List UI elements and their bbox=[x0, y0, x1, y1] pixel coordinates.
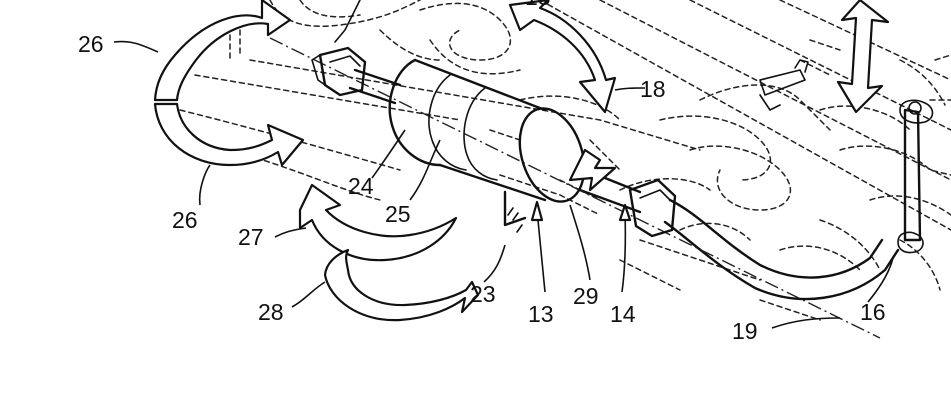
bushing-right bbox=[628, 178, 677, 238]
torque-arrow-29 bbox=[568, 148, 617, 192]
mount-bolt bbox=[759, 59, 809, 111]
rotation-arrow-18 bbox=[508, 0, 617, 114]
background-structure bbox=[179, 0, 951, 321]
end-link-16 bbox=[897, 99, 934, 254]
rotation-arrow-27 bbox=[298, 183, 458, 262]
label-19: 19 bbox=[732, 318, 758, 344]
label-13: 13 bbox=[528, 301, 554, 327]
label-29: 29 bbox=[573, 283, 599, 309]
label-28: 28 bbox=[258, 299, 284, 325]
label-18-top: 18 bbox=[525, 0, 551, 10]
label-16: 16 bbox=[860, 299, 886, 325]
label-18: 18 bbox=[640, 76, 666, 102]
rotation-arrow-28 bbox=[323, 248, 480, 322]
rotation-arrow-26 bbox=[153, 0, 305, 167]
label-24: 24 bbox=[348, 173, 374, 199]
label-14: 14 bbox=[610, 301, 636, 327]
bushing-left bbox=[311, 0, 367, 97]
label-27: 27 bbox=[238, 224, 264, 250]
ground-anchor-23 bbox=[503, 190, 527, 233]
reference-labels: 26 26 18 18 24 25 27 28 23 13 29 14 19 1… bbox=[78, 0, 886, 344]
label-26-upper: 26 bbox=[78, 31, 104, 57]
actuator-cylinder bbox=[388, 58, 586, 203]
vertical-motion-arrow bbox=[836, 0, 890, 114]
label-25: 25 bbox=[385, 201, 411, 227]
leader-lines bbox=[113, 40, 894, 329]
label-23: 23 bbox=[470, 281, 496, 307]
label-26-lower: 26 bbox=[172, 207, 198, 233]
